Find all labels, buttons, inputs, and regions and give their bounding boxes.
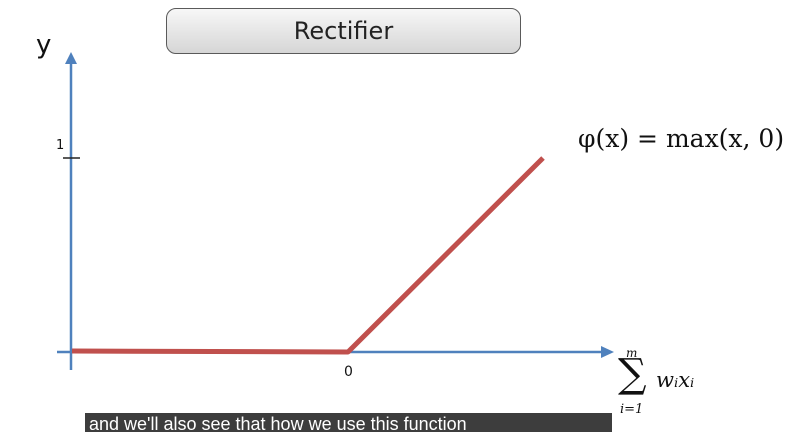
sum-lower-limit: i=1 (620, 402, 644, 417)
weighted-sum-term: wᵢxᵢ (656, 368, 695, 392)
rectifier-formula: φ(x) = max(x, 0) (578, 124, 785, 153)
y-axis-arrow (65, 52, 77, 64)
rectifier-line (71, 156, 545, 355)
subtitle-caption: and we'll also see that how we use this … (85, 413, 612, 432)
x-axis-arrow (601, 346, 614, 358)
sigma-symbol: ∑ (618, 351, 647, 397)
x-axis-label: m ∑ i=1 wᵢxᵢ (618, 346, 728, 426)
y-axis-label: y (36, 30, 52, 60)
chart-title: Rectifier (293, 17, 394, 45)
title-box: Rectifier (166, 8, 521, 54)
sum-upper-limit: m (626, 346, 638, 360)
x-tick-label: 0 (344, 364, 353, 380)
y-tick-label: 1 (56, 138, 65, 153)
